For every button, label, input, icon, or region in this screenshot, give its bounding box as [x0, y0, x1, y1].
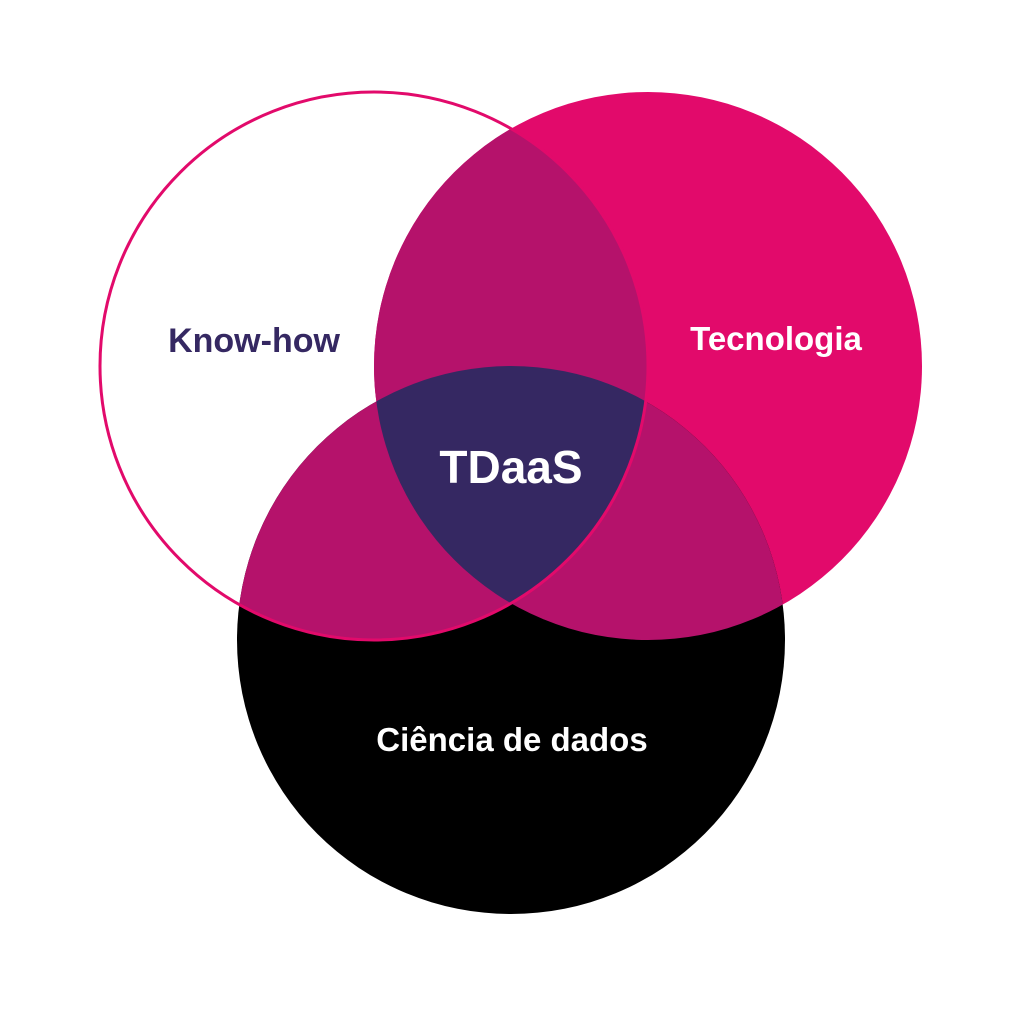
label-knowhow: Know-how [168, 322, 340, 360]
overlap-tecnologia-group [374, 366, 785, 640]
label-ciencia-de-dados: Ciência de dados [376, 721, 647, 758]
overlap-tecnologia-ciencia [374, 366, 785, 640]
label-tdaas: TDaaS [439, 441, 582, 493]
circle-knowhow-outline [98, 90, 650, 642]
label-tecnologia: Tecnologia [690, 320, 862, 357]
overlap-knowhow-ciencia [237, 366, 648, 640]
